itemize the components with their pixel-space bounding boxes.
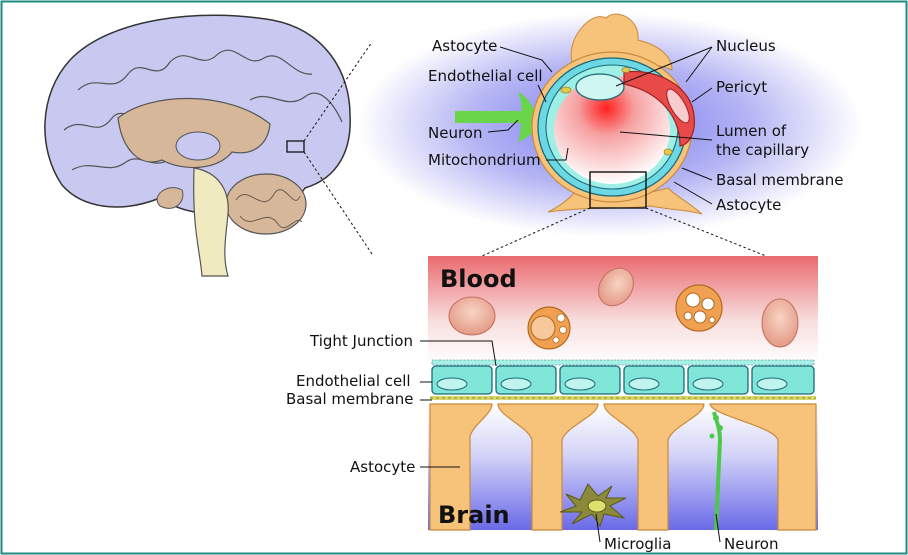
label-mitochondrium: Mitochondrium <box>428 151 541 169</box>
label-lumen-line2: the capillary <box>716 141 809 159</box>
label-basal-membrane: Basal membrane <box>716 171 844 189</box>
white-blood-cell <box>676 285 722 331</box>
brain-sagittal-illustration <box>45 15 372 276</box>
capillary-cross-section: Astocyte Endothelial cell Neuron Mitocho… <box>358 13 862 256</box>
cerebellum <box>226 174 306 234</box>
label-basal-membrane-2: Basal membrane <box>286 390 414 408</box>
label-endothelial-cell-2: Endothelial cell <box>296 372 411 390</box>
label-astocyte-bottom: Astocyte <box>716 196 781 214</box>
red-blood-cell <box>762 299 798 347</box>
label-astocyte-2: Astocyte <box>350 458 415 476</box>
red-blood-cell <box>449 297 495 335</box>
label-lumen-line1: Lumen of <box>716 122 787 140</box>
label-nucleus: Nucleus <box>716 37 776 55</box>
brain-title: Brain <box>438 501 510 529</box>
label-pericyt: Pericyt <box>716 78 767 96</box>
endothelial-cell-row <box>432 366 814 394</box>
barrier-close-up: Blood Brain Tight Junction Endothelial c… <box>286 256 818 553</box>
blood-title: Blood <box>440 265 517 293</box>
label-astocyte-top: Astocyte <box>432 37 497 55</box>
label-neuron-2: Neuron <box>724 535 778 553</box>
label-endothelial-cell: Endothelial cell <box>428 67 543 85</box>
label-tight-junction: Tight Junction <box>309 332 413 350</box>
endothelial-nucleus <box>576 74 624 100</box>
label-microglia: Microglia <box>604 535 671 553</box>
neuron-axon <box>455 111 530 123</box>
label-neuron: Neuron <box>428 124 482 142</box>
